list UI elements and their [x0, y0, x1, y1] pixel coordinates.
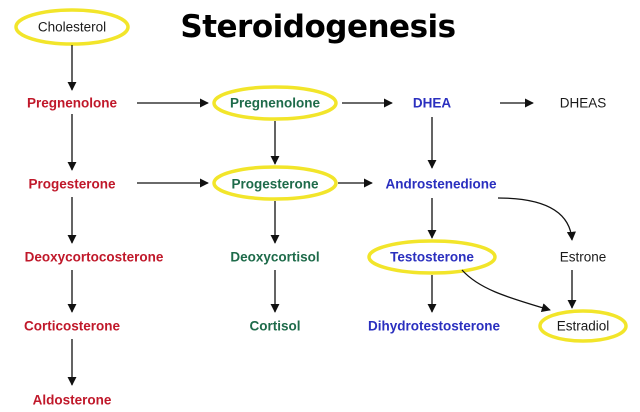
page-title: Steroidogenesis: [180, 9, 456, 45]
progesterone-highlight: [212, 165, 338, 201]
node-pregnenolone-green: Pregnenolone: [229, 95, 321, 111]
node-dhea: DHEA: [412, 95, 452, 111]
node-pregnenolone-red: Pregnenolone: [26, 95, 118, 111]
node-deoxycorticosterone: Deoxycortocosterone: [24, 249, 164, 265]
arrow-testosterone-estradiol: [461, 269, 551, 313]
testosterone-highlight: [367, 239, 497, 275]
node-estradiol: Estradiol: [556, 318, 610, 334]
node-progesterone-red: Progesterone: [28, 176, 116, 192]
node-deoxycortisol: Deoxycortisol: [230, 249, 320, 265]
node-cholesterol: Cholesterol: [37, 19, 107, 35]
node-corticosterone: Corticosterone: [23, 318, 121, 334]
node-aldosterone: Aldosterone: [32, 392, 112, 408]
node-dheas: DHEAS: [559, 95, 607, 111]
pregnenolone-highlight: [212, 85, 338, 121]
estradiol-highlight: [538, 309, 628, 343]
node-cortisol: Cortisol: [249, 318, 301, 334]
node-dihydrotestosterone: Dihydrotestosterone: [367, 318, 501, 334]
node-progesterone-green: Progesterone: [231, 176, 319, 192]
node-testosterone: Testosterone: [390, 249, 474, 265]
arrow-androstenedione-estrone: [497, 197, 576, 241]
node-estrone: Estrone: [559, 249, 607, 265]
node-androstenedione: Androstenedione: [385, 176, 497, 192]
cholesterol-highlight: [14, 8, 130, 46]
